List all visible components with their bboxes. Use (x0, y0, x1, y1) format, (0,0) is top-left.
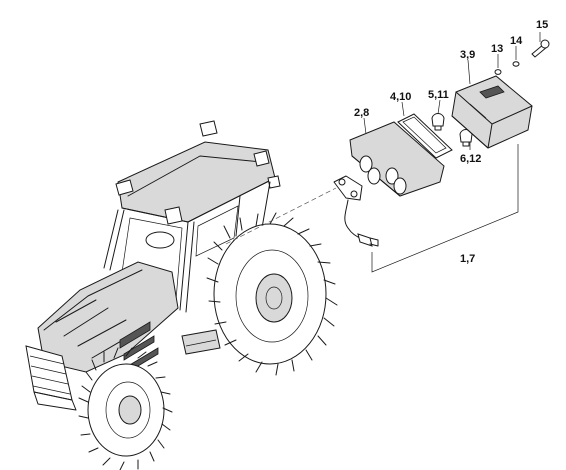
side-vent (123, 335, 155, 361)
callout-2-8: 2,8 (354, 107, 369, 119)
rear-wheel (206, 212, 338, 376)
roof-lamp (199, 120, 218, 137)
tractor-illustration (25, 120, 338, 470)
leader-line (225, 187, 337, 245)
gasket (397, 113, 453, 159)
cab-step (181, 329, 221, 355)
front-wheel (78, 347, 173, 470)
work-lamp (164, 206, 183, 225)
roof-lamp (253, 150, 270, 167)
screw-15 (531, 39, 550, 58)
side-vent (119, 321, 151, 349)
callout-6-12: 6,12 (460, 153, 481, 165)
connector (357, 233, 373, 247)
washer-14 (512, 61, 520, 67)
callout-5-11: 5,11 (428, 89, 449, 101)
assembly-bracket (371, 144, 519, 273)
lamp-base (349, 121, 445, 197)
callout-1-7: 1,7 (460, 253, 475, 265)
lamp-cover (451, 75, 533, 149)
callout-14: 14 (510, 35, 523, 47)
wiring-harness (333, 175, 379, 247)
callout-4-10: 4,10 (390, 91, 411, 103)
callout-3-9: 3,9 (460, 49, 475, 61)
roof-lamp (115, 179, 134, 196)
bulb-5-11 (431, 113, 445, 131)
callout-13: 13 (491, 43, 503, 55)
washer-13 (494, 69, 502, 75)
cab-roof (117, 141, 276, 223)
steering-wheel (145, 231, 175, 249)
callout-15: 15 (536, 19, 548, 31)
